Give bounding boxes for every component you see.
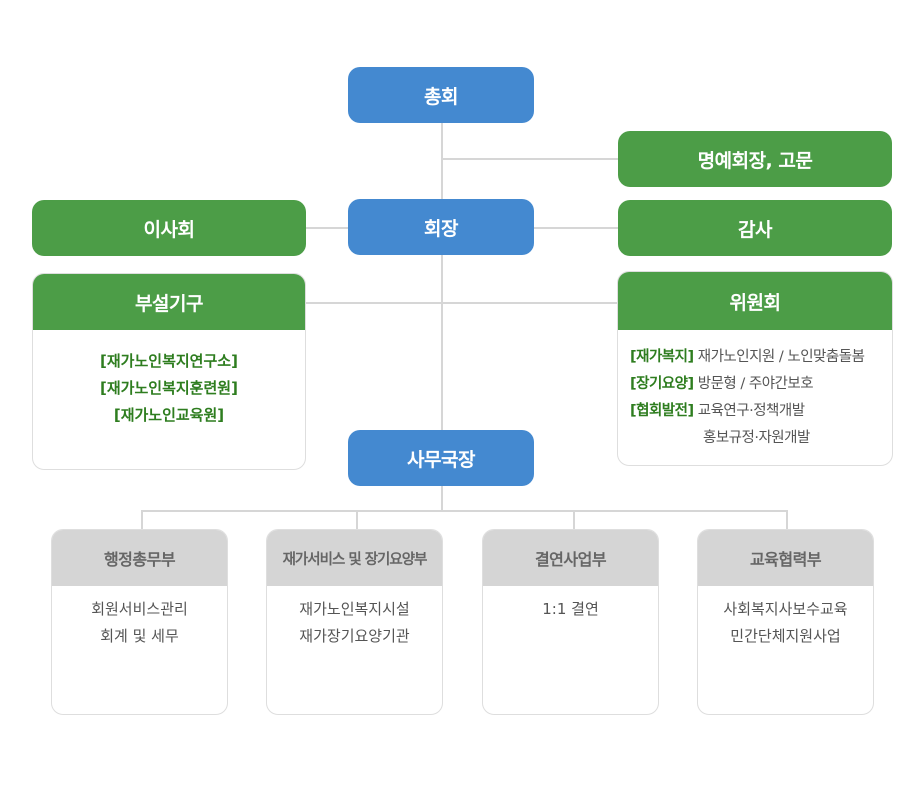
dept-title: 재가서비스 및 장기요양부 [267, 530, 442, 586]
connector-dept-2 [356, 510, 358, 530]
connector-honorary [442, 158, 618, 160]
dept-item: 재가노인복지시설 [299, 600, 410, 618]
connector-secretary-down [441, 485, 443, 511]
connector-dept-4 [786, 510, 788, 530]
node-auditor: 감사 [618, 200, 892, 256]
committee-row: 홍보규정·자원개발 [630, 425, 892, 452]
connector-board [306, 227, 350, 229]
committee-tag: [협회발전] [630, 403, 694, 419]
dept-item: 회원서비스관리 [91, 600, 188, 618]
dept-item: 재가장기요양기관 [299, 627, 410, 645]
committee-text: 재가노인지원 / 노인맞춤돌봄 [697, 349, 865, 365]
connector-affiliated-committee [306, 302, 618, 304]
committee-row: [재가복지] 재가노인지원 / 노인맞춤돌봄 [630, 344, 892, 371]
connector-main-vertical [441, 122, 443, 432]
committee-text: 교육연구·정책개발 [697, 403, 805, 419]
node-general-assembly: 총회 [348, 67, 534, 123]
committee-row: [장기요양] 방문형 / 주야간보호 [630, 371, 892, 398]
affiliated-title: 부설기구 [33, 274, 305, 330]
dept-title: 결연사업부 [483, 530, 658, 586]
affiliated-item: [재가노인복지연구소] [100, 352, 238, 370]
node-honorary: 명예회장, 고문 [618, 131, 892, 187]
dept-items: 1:1 결연 [483, 586, 658, 623]
node-secretary-general: 사무국장 [348, 430, 534, 486]
dept-education: 교육협력부 사회복지사보수교육 민간단체지원사업 [697, 529, 874, 715]
dept-title: 교육협력부 [698, 530, 873, 586]
node-affiliated: 부설기구 [재가노인복지연구소] [재가노인복지훈련원] [재가노인교육원] [32, 273, 306, 470]
node-board: 이사회 [32, 200, 306, 256]
affiliated-list: [재가노인복지연구소] [재가노인복지훈련원] [재가노인교육원] [33, 330, 305, 429]
connector-dept-3 [573, 510, 575, 530]
connector-dept-1 [141, 510, 143, 530]
dept-item: 민간단체지원사업 [730, 627, 841, 645]
connector-auditor [534, 227, 618, 229]
committee-text: 홍보규정·자원개발 [703, 430, 810, 446]
dept-items: 회원서비스관리 회계 및 세무 [52, 586, 227, 650]
dept-title: 행정총무부 [52, 530, 227, 586]
dept-item: 회계 및 세무 [100, 627, 179, 645]
committee-text: 방문형 / 주야간보호 [697, 376, 814, 392]
affiliated-item: [재가노인복지훈련원] [100, 379, 238, 397]
dept-admin: 행정총무부 회원서비스관리 회계 및 세무 [51, 529, 228, 715]
committee-tag: [장기요양] [630, 376, 694, 392]
node-president: 회장 [348, 199, 534, 255]
dept-items: 사회복지사보수교육 민간단체지원사업 [698, 586, 873, 650]
connector-departments-horizontal [141, 510, 788, 512]
committee-row: [협회발전] 교육연구·정책개발 [630, 398, 892, 425]
committee-list: [재가복지] 재가노인지원 / 노인맞춤돌봄 [장기요양] 방문형 / 주야간보… [618, 330, 892, 452]
dept-item: 사회복지사보수교육 [723, 600, 848, 618]
node-committee: 위원회 [재가복지] 재가노인지원 / 노인맞춤돌봄 [장기요양] 방문형 / … [617, 271, 893, 466]
dept-homecare: 재가서비스 및 장기요양부 재가노인복지시설 재가장기요양기관 [266, 529, 443, 715]
dept-item: 1:1 결연 [542, 600, 599, 618]
committee-tag: [재가복지] [630, 349, 694, 365]
committee-title: 위원회 [618, 272, 892, 330]
dept-sponsorship: 결연사업부 1:1 결연 [482, 529, 659, 715]
affiliated-item: [재가노인교육원] [113, 406, 225, 424]
dept-items: 재가노인복지시설 재가장기요양기관 [267, 586, 442, 650]
